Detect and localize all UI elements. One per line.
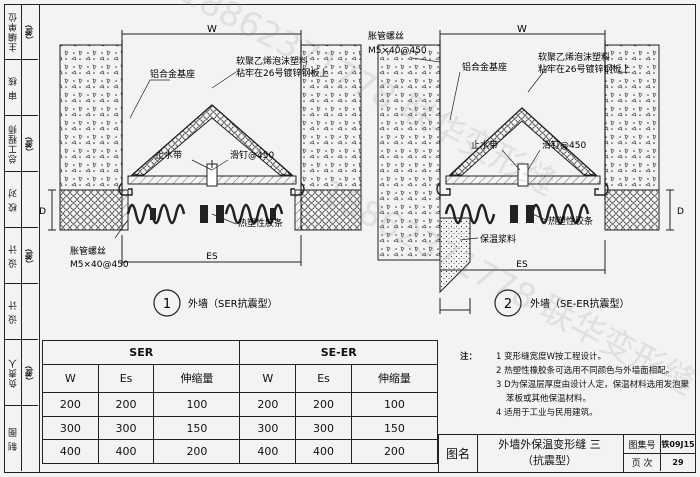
insulation-right-2 <box>604 189 660 231</box>
detail-1-number: 1 <box>163 297 171 312</box>
sig-row: 制 图 <box>4 406 38 471</box>
sig-row: 负责人 （签） <box>4 340 38 406</box>
signature-strip: 主编单位 （签） 审 核 总工程师 （签） 校 对 设 计 （签） 设 计 负责… <box>4 4 40 473</box>
detail-2-number: 2 <box>504 297 512 312</box>
left-wall-2 <box>377 44 441 261</box>
table-cell: 400 <box>97 439 155 464</box>
group-se-er: SE-ER <box>239 340 438 365</box>
slide-nail-2 <box>517 163 529 187</box>
rubber-strip-2 <box>444 203 590 225</box>
drawing-title: 外墙外保温变形缝 三 （抗震型） <box>476 435 624 472</box>
table-cell: 400 <box>295 439 352 464</box>
note-item: 1 变形缝宽度W按工程设计。 <box>496 352 607 362</box>
label-foam1-2: 软聚乙烯泡沫塑料 <box>538 51 610 63</box>
spec-table: SER SE-ER W Es 伸缩量 W Es 伸缩量 200 200 100 … <box>41 340 439 464</box>
note-item: 4 适用于工业与民用建筑。 <box>496 408 598 418</box>
title-block: 图名 外墙外保温变形缝 三 （抗震型） 图集号 铁09J15 页 次 29 <box>438 434 696 473</box>
table-cell: 300 <box>97 415 155 441</box>
page-value: 29 <box>672 457 684 467</box>
col-header: W <box>42 363 99 394</box>
drawing-frame <box>4 4 696 473</box>
dim-d: D <box>39 207 46 217</box>
right-wall-2 <box>604 44 660 191</box>
table-cell: 200 <box>153 439 241 464</box>
dim-w: W <box>207 24 217 35</box>
label-bolt1: 胀管螺丝 <box>70 245 106 257</box>
table-cell: 100 <box>350 392 439 417</box>
dim-d-2: D <box>677 207 684 217</box>
label-base-2: 铝合金基座 <box>462 61 507 73</box>
table-cell: 150 <box>350 415 439 441</box>
detail-2-section: W D ES 胀管螺丝 M5×40@450 铝合金基座 软聚乙烯泡沫塑料 粘牢在… <box>368 24 684 317</box>
table-cell: 150 <box>153 415 241 441</box>
sig-row: 设 计 <box>4 284 38 340</box>
label-plaster-2: 保温浆料 <box>480 233 516 245</box>
notes: 注： 1 变形缝宽度W按工程设计。 2 热塑性橡胶条可选用不同颜色与外墙面相配。… <box>460 350 692 420</box>
detail-1-marker <box>153 289 181 317</box>
label-foam2-2: 粘牢在26号镀锌钢板上 <box>538 63 630 75</box>
label-rubber: 热塑性胶条 <box>238 217 283 229</box>
table-cell: 300 <box>295 415 352 441</box>
detail-2-caption: 外墙（SE-ER抗震型） <box>530 297 630 310</box>
label-rubber-2: 热塑性胶条 <box>548 215 593 227</box>
insulation-left <box>59 189 123 231</box>
insulation-right <box>300 189 362 231</box>
notes-label: 注： <box>460 352 478 362</box>
right-wall <box>300 44 362 191</box>
group-ser: SER <box>41 340 241 365</box>
sig-row: 主编单位 （签） <box>4 4 38 60</box>
table-cell: 200 <box>350 439 439 464</box>
label-foam1: 软聚乙烯泡沫塑料 <box>236 55 308 67</box>
label-bolt2: M5×40@450 <box>70 260 129 270</box>
label-foam2: 粘牢在26号镀锌钢板上 <box>236 67 328 79</box>
atlas-label: 图集号 <box>624 435 661 454</box>
col-header: W <box>239 363 297 394</box>
sig-row: 总工程师 （签） <box>4 116 38 172</box>
col-header: 伸缩量 <box>153 363 241 394</box>
table-cell: 300 <box>42 415 99 441</box>
dim-es-2: ES <box>516 260 528 270</box>
dim-w-2: W <box>517 24 527 35</box>
col-header: Es <box>97 363 155 394</box>
note-item: 2 热塑性橡胶条可选用不同颜色与外墙面相配。 <box>496 366 675 376</box>
table-cell: 100 <box>153 392 241 417</box>
label-nail-2: 滑钉@450 <box>542 140 586 151</box>
table-cell: 200 <box>239 392 297 417</box>
sig-row: 审 核 <box>4 60 38 116</box>
title-line-1: 外墙外保温变形缝 三 <box>498 438 601 451</box>
table-cell: 200 <box>42 392 99 417</box>
insulation-plaster <box>439 217 471 294</box>
dim-es: ES <box>206 252 218 262</box>
table-cell: 400 <box>239 439 297 464</box>
table-cell: 200 <box>97 392 155 417</box>
col-header: 伸缩量 <box>350 363 439 394</box>
detail-1-caption: 外墙（SER抗震型） <box>188 297 278 310</box>
atlas-value: 铁09J15 <box>660 435 696 454</box>
table-row: 200 200 100 200 200 100 <box>42 392 439 417</box>
label-base: 铝合金基座 <box>150 68 195 80</box>
left-wall <box>59 44 123 191</box>
label-bolt2-2: M5×40@450 <box>368 46 427 56</box>
detail-2-marker <box>494 289 522 317</box>
title-label: 图名 <box>438 435 478 472</box>
label-waterstop-2: 止水带 <box>471 139 498 151</box>
label-bolt1-2: 胀管螺丝 <box>368 30 404 42</box>
sig-row: 校 对 <box>4 172 38 228</box>
table-cell: 200 <box>295 392 352 417</box>
page-label: 页 次 <box>624 453 661 471</box>
note-item: 3 D为保温层厚度由设计人定，保温材料选用发泡聚苯板或其他保温材料。 <box>496 380 690 404</box>
table-cell: 400 <box>42 439 99 464</box>
table-cell: 300 <box>239 415 297 441</box>
sig-row: 设 计 （签） <box>4 228 38 284</box>
table-row: 300 300 150 300 300 150 <box>42 415 439 441</box>
detail-1-section: W D ES 铝合金基座 软聚乙烯泡沫塑料 粘牢在26号镀锌钢板上 止水带 滑钉… <box>39 24 362 317</box>
col-header: Es <box>295 363 352 394</box>
title-line-2: （抗震型） <box>522 454 577 467</box>
table-row: 400 400 200 400 400 200 <box>42 439 439 464</box>
label-nail: 滑钉@450 <box>230 150 274 161</box>
label-waterstop: 止水带 <box>155 149 182 161</box>
